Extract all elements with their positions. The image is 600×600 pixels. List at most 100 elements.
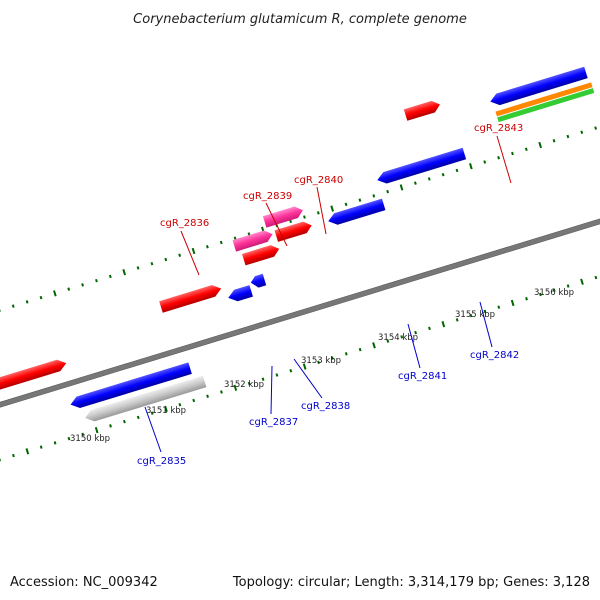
major-tick-mark [538, 141, 543, 149]
minor-tick-mark [136, 266, 140, 270]
scale-label: 3152 kbp [224, 380, 264, 390]
minor-tick-mark [552, 288, 556, 292]
scale-label: 3151 kbp [146, 406, 186, 416]
minor-tick-mark [455, 168, 459, 173]
major-tick-mark [233, 384, 238, 391]
genome-summary-text: Topology: circular; Length: 3,314,179 bp… [232, 575, 590, 590]
minor-tick-mark [108, 274, 112, 279]
gene-label-cgR_2835[interactable]: cgR_2835 [137, 456, 186, 467]
minor-tick-mark [594, 126, 598, 130]
callout-line [293, 358, 323, 399]
gene-label-cgR_2843[interactable]: cgR_2843 [474, 123, 523, 134]
major-tick-mark [164, 405, 168, 413]
major-tick-mark [25, 448, 30, 455]
gene-cgR_2837[interactable] [226, 285, 253, 303]
minor-tick-mark [289, 369, 293, 373]
minor-tick-mark [261, 377, 265, 381]
gene-label-cgR_2836[interactable]: cgR_2836 [160, 218, 209, 229]
minor-tick-mark [81, 283, 84, 287]
minor-tick-mark [483, 309, 487, 314]
minor-tick-mark [372, 194, 376, 198]
minor-tick-mark [386, 339, 390, 343]
gene-cgR_2835[interactable] [69, 362, 192, 410]
gene-label-cgR_2841[interactable]: cgR_2841 [398, 371, 447, 382]
gene-label-cgR_2840[interactable]: cgR_2840 [294, 175, 343, 186]
minor-tick-mark [11, 304, 15, 308]
gene-cgR_2843[interactable] [403, 99, 442, 121]
minor-tick-mark [316, 211, 320, 215]
reverse-tick-track [0, 275, 598, 462]
scale-label: 3156 kbp [534, 288, 574, 298]
major-tick-mark [510, 299, 515, 307]
minor-tick-mark [330, 356, 334, 360]
minor-tick-mark [386, 189, 390, 194]
forward-tick-track [0, 126, 598, 313]
minor-tick-mark [39, 445, 43, 449]
minor-tick-mark [358, 198, 362, 202]
callout-line [316, 186, 327, 235]
gene-red-2842-region[interactable] [274, 220, 314, 242]
minor-tick-mark [455, 318, 459, 322]
minor-tick-mark [192, 398, 196, 403]
minor-tick-mark [164, 257, 168, 262]
minor-tick-mark [275, 373, 279, 377]
gene-other-feature[interactable] [83, 375, 207, 424]
minor-tick-mark [123, 419, 126, 424]
minor-tick-mark [497, 305, 501, 309]
minor-tick-mark [441, 172, 445, 177]
minor-tick-mark [81, 432, 85, 437]
minor-tick-mark [580, 130, 584, 135]
minor-tick-mark [0, 308, 1, 313]
gene-red-2841-region[interactable] [242, 243, 281, 266]
gene-cgR_2840[interactable] [262, 204, 305, 228]
minor-tick-mark [317, 360, 320, 365]
minor-tick-mark [178, 402, 182, 407]
minor-tick-mark [594, 275, 598, 280]
gene-cgR_2841[interactable] [326, 198, 386, 227]
gene-cgR_2838[interactable] [249, 273, 267, 290]
gene-label-cgR_2839[interactable]: cgR_2839 [243, 191, 292, 202]
minor-tick-mark [247, 381, 251, 386]
minor-tick-mark [566, 134, 570, 139]
minor-tick-mark [497, 155, 500, 160]
major-tick-mark [399, 184, 404, 191]
minor-tick-mark [525, 296, 528, 301]
minor-tick-mark [53, 441, 57, 445]
minor-tick-mark [220, 390, 223, 394]
genome-backbone [0, 163, 600, 461]
callout-line [144, 406, 162, 453]
gene-cgR_2839[interactable] [232, 228, 275, 252]
major-tick-mark [53, 290, 57, 297]
minor-tick-mark [566, 284, 570, 288]
gene-right-edge-reverse[interactable] [489, 66, 588, 108]
gene-label-cgR_2837[interactable]: cgR_2837 [249, 417, 298, 428]
minor-tick-mark [552, 139, 556, 143]
gene-label-cgR_2838[interactable]: cgR_2838 [301, 401, 350, 412]
gene-label-cgR_2842[interactable]: cgR_2842 [470, 350, 519, 361]
gene-left-edge-forward[interactable] [0, 357, 68, 398]
minor-tick-mark [303, 215, 306, 219]
map-title: Corynebacterium glutamicum R, complete g… [133, 12, 467, 27]
minor-tick-mark [150, 261, 154, 266]
minor-tick-mark [109, 424, 112, 428]
minor-tick-mark [178, 253, 182, 257]
major-tick-mark [302, 363, 307, 370]
minor-tick-mark [67, 436, 71, 441]
scale-label: 3155 kbp [455, 310, 495, 320]
major-tick-mark [94, 426, 99, 434]
feature-green[interactable] [497, 88, 595, 123]
gene-cgR_2842[interactable] [376, 147, 467, 186]
minor-tick-mark [39, 295, 43, 300]
major-tick-mark [441, 320, 446, 328]
callout-line [407, 323, 421, 369]
minor-tick-mark [511, 151, 514, 156]
feature-orange[interactable] [495, 82, 593, 117]
callout-line [270, 365, 273, 415]
minor-tick-mark [344, 202, 348, 207]
minor-tick-mark [219, 240, 223, 245]
minor-tick-mark [206, 394, 209, 398]
gene-cgR_2836[interactable] [159, 283, 223, 313]
scale-label: 3153 kbp [301, 356, 341, 366]
callout-line [479, 301, 493, 348]
minor-tick-mark [483, 160, 487, 164]
